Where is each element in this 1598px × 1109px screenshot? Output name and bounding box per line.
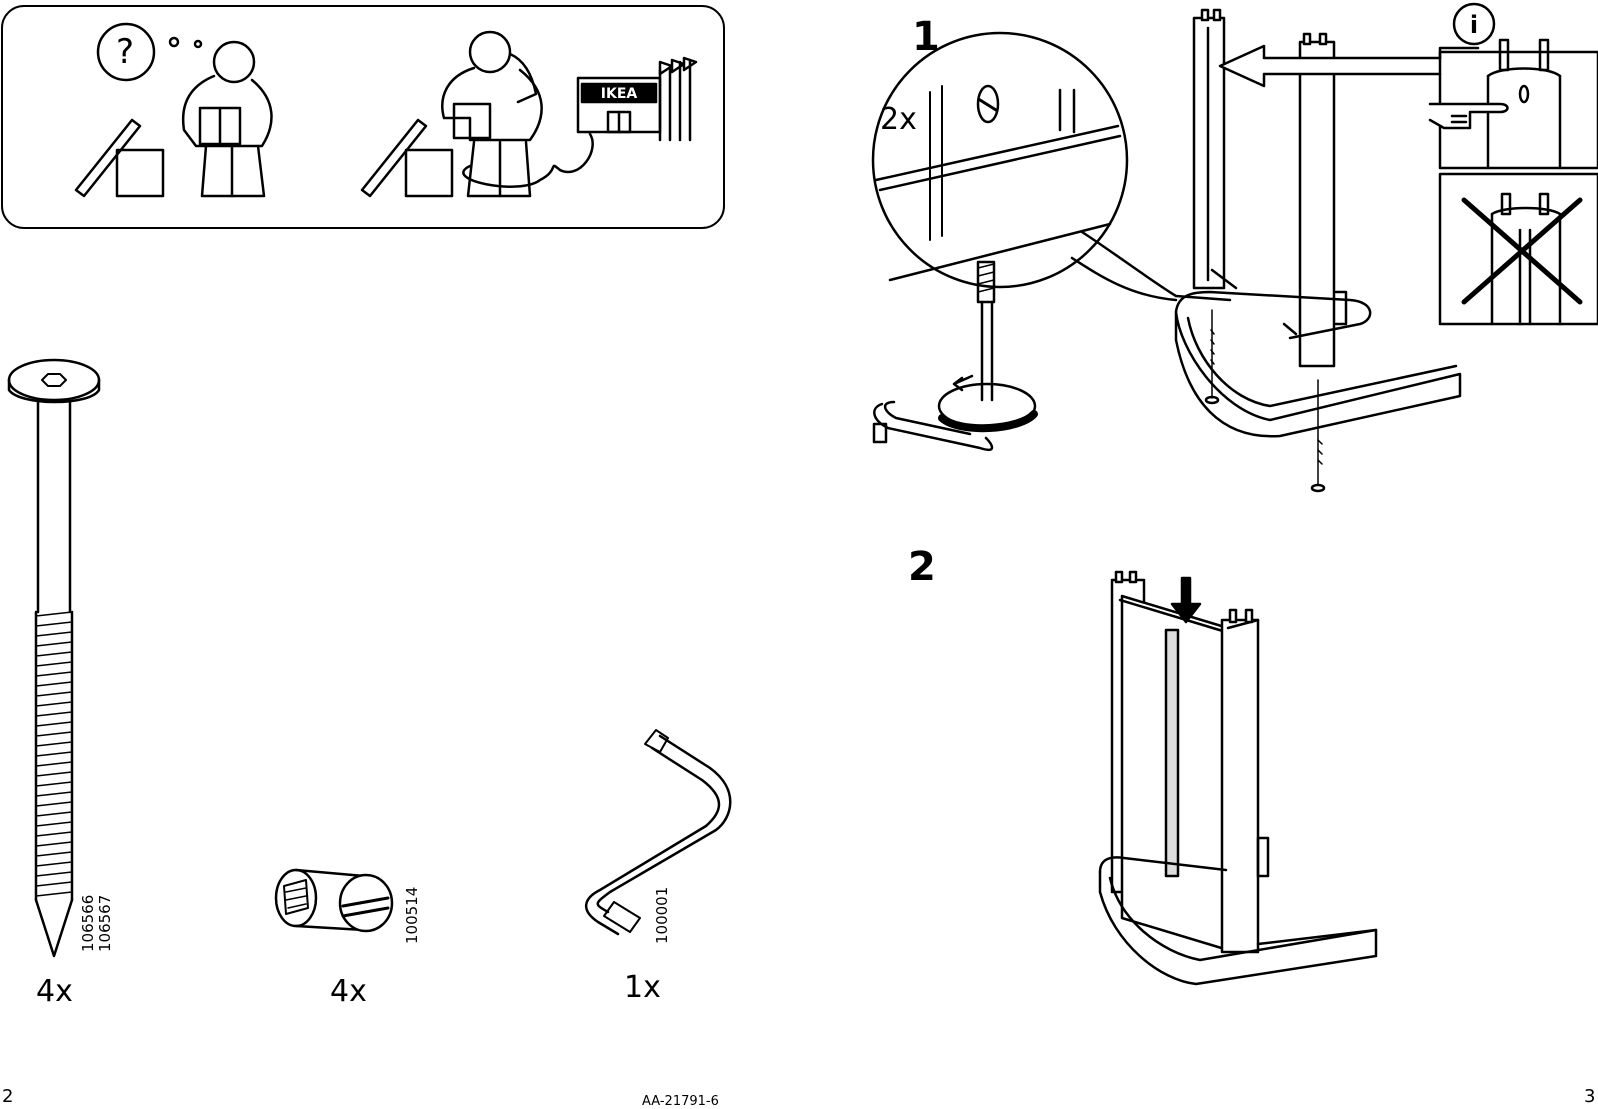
bolt-icon (7, 358, 101, 958)
allen-key-icon (585, 729, 732, 936)
info-box: i (1428, 2, 1598, 170)
wrong-orientation-box (1438, 172, 1598, 326)
left-page-number: 2 (2, 1086, 14, 1107)
bolt-article-number-2: 106567 (96, 894, 114, 952)
help-panel: IKEA (1, 5, 725, 229)
right-page-number: 3 (1584, 1086, 1596, 1107)
barrel-nut-article-number: 100514 (403, 886, 421, 944)
step-1-number: 1 (912, 14, 940, 60)
document-code: AA-21791-6 (642, 1094, 719, 1109)
allen-key-quantity: 1x (624, 970, 661, 1005)
step2-frame (1098, 570, 1378, 986)
bolt-quantity: 4x (36, 974, 73, 1009)
barrel-nut-icon (274, 868, 394, 933)
allen-key-article-number: 100001 (653, 886, 671, 944)
step-1-detail-quantity: 2x (880, 102, 917, 137)
barrel-nut-quantity: 4x (330, 974, 367, 1009)
step1-detail-view (871, 31, 1232, 452)
store-sign: IKEA (601, 86, 638, 102)
bolt-article-number-1: 106566 (79, 894, 97, 952)
step-2-number: 2 (908, 544, 936, 590)
phone-store-icon: IKEA (360, 30, 698, 198)
bolt-thread-lines (35, 611, 73, 897)
question-mark: ? (116, 32, 135, 72)
confused-person-icon (74, 22, 273, 198)
step1-frame (1174, 8, 1462, 493)
info-icon: i (1470, 11, 1478, 39)
